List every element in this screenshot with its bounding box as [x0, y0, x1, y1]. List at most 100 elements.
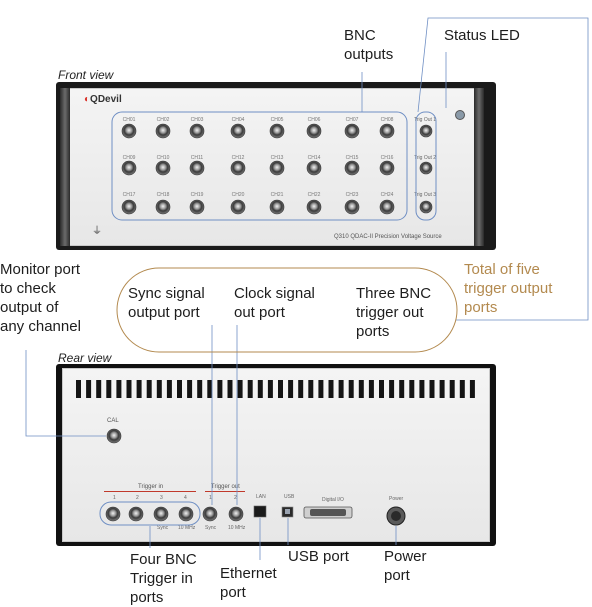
bnc-output-connector[interactable] [379, 199, 395, 215]
callout-ethernet: Ethernet port [220, 564, 277, 602]
callout-lines [25, 17, 589, 560]
channel-label: CH12 [231, 155, 245, 161]
channel-label: CH22 [307, 192, 321, 198]
vent-slot [136, 380, 142, 398]
trigger-in-group-outline [99, 501, 201, 526]
vent-slot [156, 380, 162, 398]
usb-label: USB [284, 494, 295, 500]
ethernet-port[interactable] [253, 505, 267, 518]
callout-three-line1: Three BNC [356, 285, 432, 302]
vent-slot [288, 380, 294, 398]
trig-out-num-1: 1 [209, 495, 212, 501]
vent-slot [358, 380, 364, 398]
vent-slot [368, 380, 374, 398]
trig-out-group-outline [415, 111, 437, 221]
vent-slot [86, 380, 92, 398]
bnc-output-connector[interactable] [269, 160, 285, 176]
bnc-output-connector[interactable] [306, 160, 322, 176]
bnc-output-connector[interactable] [155, 123, 171, 139]
trig-in-sub-10mhz: 10 MHz [178, 525, 196, 531]
callout-clock-signal: Clock signal out port [234, 284, 315, 322]
trig-out-connector[interactable] [419, 124, 433, 138]
front-handle-right [474, 88, 484, 246]
callout-bnc-outputs-line2: outputs [344, 46, 394, 63]
vent-slot [126, 380, 132, 398]
bnc-output-connector[interactable] [379, 160, 395, 176]
rear-bnc-connector[interactable] [178, 506, 194, 522]
bnc-output-connector[interactable] [269, 123, 285, 139]
trig-out-num-2: 2 [234, 495, 237, 501]
trig-out-connector[interactable] [419, 200, 433, 214]
usb-port-inner [285, 509, 290, 514]
bnc-output-connector[interactable] [344, 160, 360, 176]
rear-view-label: Rear view [58, 351, 112, 365]
vent-slot [177, 380, 182, 398]
bnc-output-connector[interactable] [230, 123, 246, 139]
rear-bnc-connector[interactable] [228, 506, 244, 522]
rear-bnc-connector[interactable] [105, 506, 121, 522]
callout-status-led: Status LED [444, 27, 520, 44]
front-bnc-connectors [121, 123, 433, 215]
vent-slot [197, 380, 203, 398]
bnc-output-connector[interactable] [121, 123, 137, 139]
vent-slot [298, 380, 304, 398]
channel-label: CH09 [122, 155, 136, 161]
callout-total-trigger: Total of five trigger output ports [464, 260, 552, 317]
vent-slot [96, 380, 102, 398]
vent-slot [278, 380, 283, 398]
lan-label: LAN [256, 494, 266, 500]
channel-label: CH13 [270, 155, 284, 161]
vent-slot [166, 380, 172, 398]
trigger-out-label: Trigger out [211, 484, 240, 490]
callout-power-line2: port [384, 567, 410, 584]
bnc-output-connector[interactable] [269, 199, 285, 215]
bnc-output-connector[interactable] [379, 123, 395, 139]
vent-slot [237, 380, 243, 398]
rear-bnc-connector[interactable] [153, 506, 169, 522]
rear-bnc-connector[interactable] [128, 506, 144, 522]
bnc-output-connector[interactable] [230, 160, 246, 176]
channel-label: CH01 [122, 117, 136, 123]
vent-slot [469, 380, 475, 398]
bnc-output-connector[interactable] [344, 199, 360, 215]
vent-slot [116, 380, 122, 398]
vent-slot [217, 380, 223, 398]
bnc-output-connector[interactable] [344, 123, 360, 139]
vent-slot [338, 380, 344, 398]
vent-slot [439, 380, 445, 398]
callout-total-line3: ports [464, 299, 498, 316]
vent-slot [379, 380, 384, 398]
bnc-output-connector[interactable] [189, 160, 205, 176]
vent-slot [389, 380, 395, 398]
cal-port[interactable] [106, 428, 122, 444]
status-led [455, 110, 465, 120]
brand-text: QDevil [90, 94, 122, 105]
bnc-output-connector[interactable] [306, 199, 322, 215]
callout-usb-port: USB port [288, 548, 349, 565]
bnc-output-connector[interactable] [121, 199, 137, 215]
trigger-total-line [417, 17, 589, 321]
trig-out-label: Trig Out 3 [414, 192, 437, 198]
trig-out-connector[interactable] [419, 161, 433, 175]
callout-clock-line2: out port [234, 304, 285, 321]
cal-label: CAL [107, 418, 119, 424]
callout-monitor-line1: Monitor port [0, 261, 81, 278]
bnc-output-connector[interactable] [121, 160, 137, 176]
bnc-output-connector[interactable] [155, 160, 171, 176]
channel-label: CH03 [190, 117, 204, 123]
trigger-out-redline [205, 491, 245, 492]
bnc-output-connector[interactable] [155, 199, 171, 215]
bnc-output-connector[interactable] [306, 123, 322, 139]
rear-bnc-connector[interactable] [202, 506, 218, 522]
bnc-output-connector[interactable] [230, 199, 246, 215]
bnc-output-connector[interactable] [189, 199, 205, 215]
callout-three-bnc: Three BNC trigger out ports [356, 284, 431, 341]
vent-slot [267, 380, 273, 398]
channel-label: CH14 [307, 155, 321, 161]
bnc-output-connector[interactable] [189, 123, 205, 139]
model-text: Q310 QDAC-II Precision Voltage Source [334, 234, 442, 240]
vent-slot [106, 380, 112, 398]
front-view-label: Front view [58, 68, 114, 82]
trig-in-num-2: 2 [136, 495, 139, 501]
vent-slot [419, 380, 425, 398]
